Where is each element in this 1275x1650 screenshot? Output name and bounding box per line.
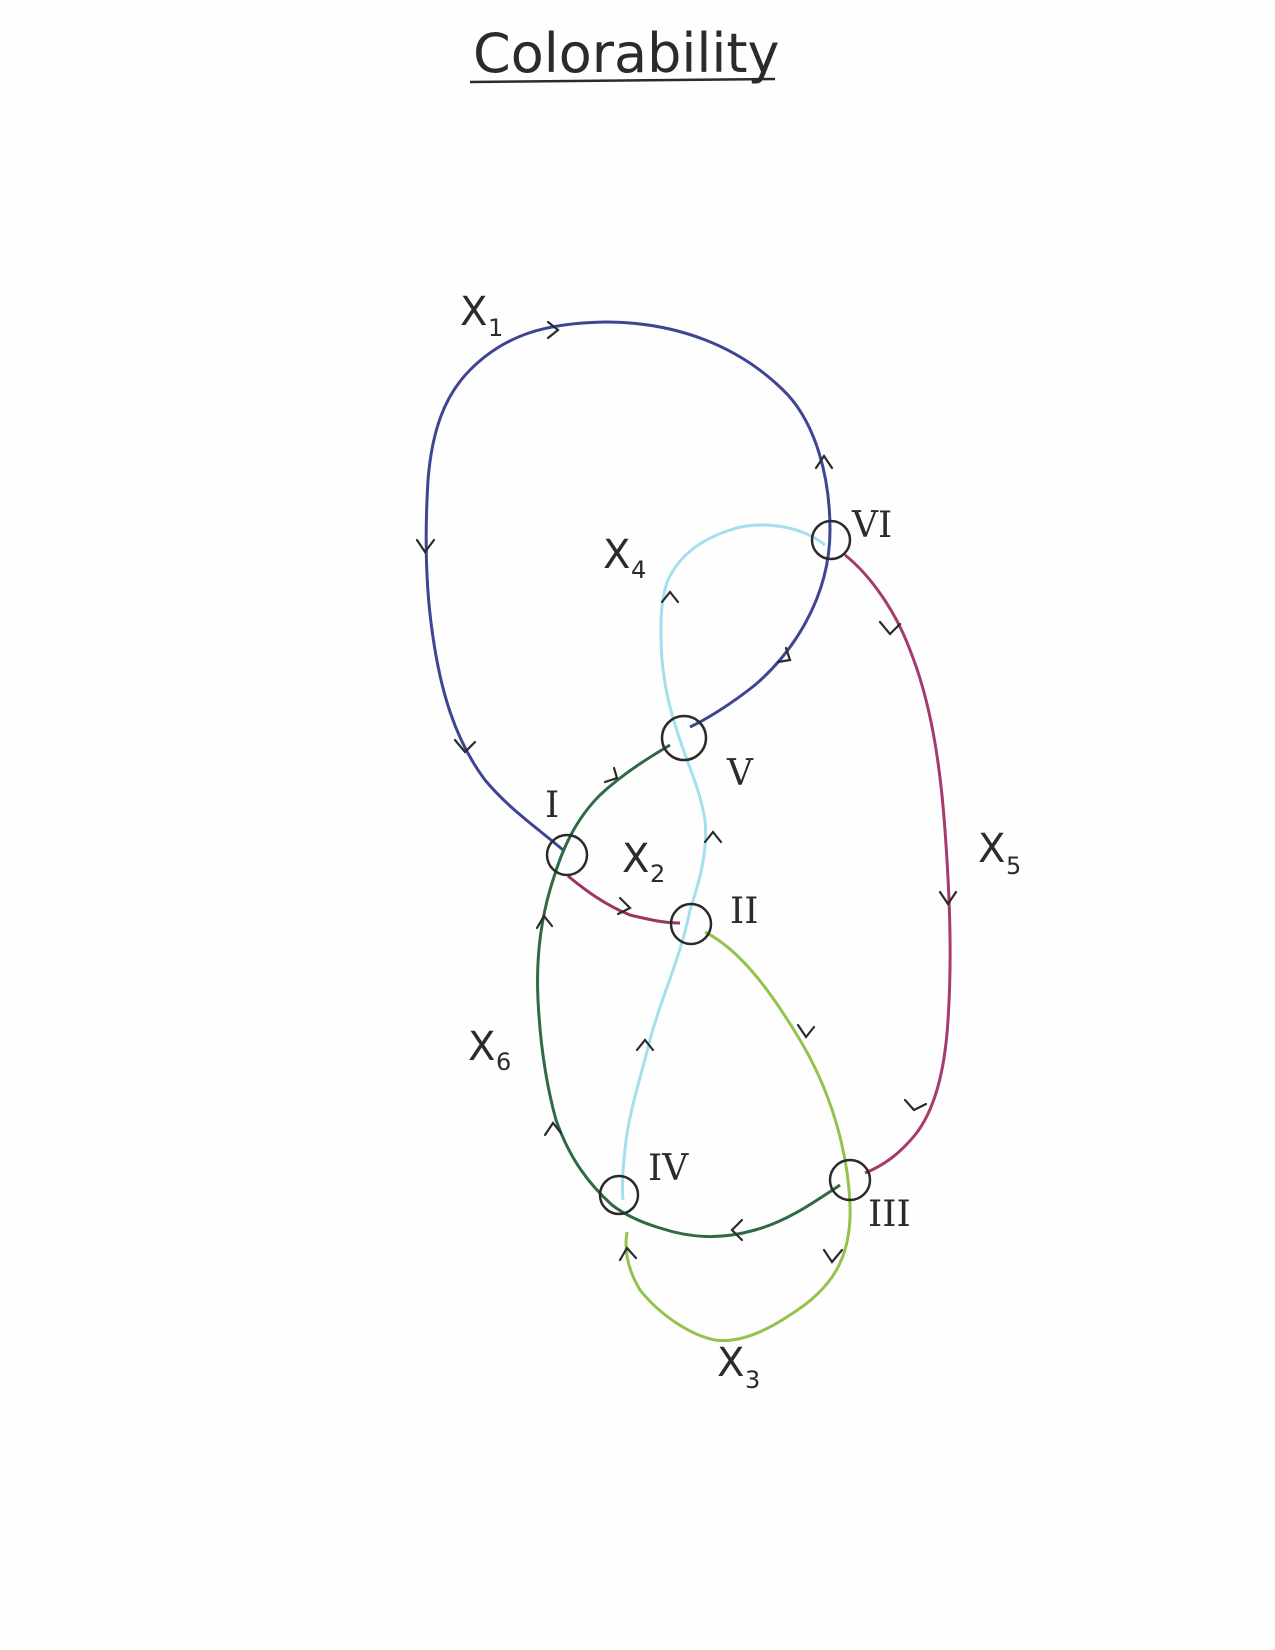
crossing-label-I: I <box>545 785 559 826</box>
arc-label-x3-main: X <box>717 1340 744 1386</box>
arc-label-x6-sub: 6 <box>496 1048 511 1076</box>
arc-label-x6: X 6 <box>468 1024 511 1076</box>
arrow-x1-left <box>415 538 436 554</box>
crossing-II-circle <box>669 902 713 946</box>
arrow-x1-top <box>546 320 560 340</box>
arrow-x5-top <box>878 620 902 636</box>
arc-label-x6-main: X <box>468 1024 495 1070</box>
arc-x3 <box>624 930 852 1343</box>
arc-label-x5: X 5 <box>978 826 1021 880</box>
crossing-III-circle <box>828 1158 872 1202</box>
crossing-circles <box>545 519 872 1216</box>
arc-label-x5-main: X <box>978 826 1005 872</box>
diagram-title: Colorability <box>473 22 780 85</box>
arc-label-x3-sub: 3 <box>745 1366 760 1394</box>
arc-label-x4: X 4 <box>603 532 646 584</box>
crossing-IV-circle <box>598 1174 640 1216</box>
arrow-x3-upper <box>796 1023 816 1039</box>
crossing-label-VI: VI <box>851 505 892 546</box>
arc-x2 <box>567 874 681 925</box>
crossing-V-circle <box>660 714 708 762</box>
arc-x1 <box>424 320 832 852</box>
crossing-label-II: II <box>730 891 758 932</box>
arrow-x2 <box>616 896 632 916</box>
crossing-label-III: III <box>868 1194 911 1235</box>
arrow-x4-top <box>660 590 680 604</box>
arc-label-x2: X 2 <box>622 836 665 888</box>
direction-arrows <box>415 320 958 1264</box>
arrow-x1-right <box>814 454 834 470</box>
arc-label-x1: X 1 <box>460 289 503 342</box>
crossing-I-circle <box>545 833 589 877</box>
arrow-x3-left <box>618 1246 638 1262</box>
arrow-x1-left-lower <box>453 738 477 754</box>
title-underline <box>469 77 776 84</box>
arrow-x6-right <box>603 766 619 784</box>
arrow-x5-mid <box>938 890 958 906</box>
arrow-x4-low <box>635 1038 655 1052</box>
crossing-VI-circle <box>810 519 852 561</box>
arc-label-x3: X 3 <box>717 1340 760 1394</box>
arc-x5 <box>844 553 952 1175</box>
arc-x6 <box>536 743 841 1238</box>
arrow-x6-left <box>543 1121 563 1137</box>
arrow-x4-mid <box>703 830 723 844</box>
arc-label-x2-sub: 2 <box>650 860 665 888</box>
arrow-x6-bottom <box>730 1218 744 1242</box>
arc-label-x1-sub: 1 <box>488 314 503 342</box>
arrow-x1-inner <box>776 646 792 664</box>
arc-x4 <box>620 523 826 1201</box>
arrow-x5-low <box>903 1098 928 1112</box>
arc-label-x1-main: X <box>460 289 487 335</box>
arc-label-x5-sub: 5 <box>1006 852 1021 880</box>
arrow-x6-left-upper <box>535 914 554 930</box>
arc-label-x4-main: X <box>603 532 630 578</box>
arrow-x3-lower <box>822 1248 844 1264</box>
arc-label-x4-sub: 4 <box>631 556 646 584</box>
crossing-label-IV: IV <box>648 1148 689 1189</box>
crossing-label-V: V <box>726 753 754 794</box>
arc-label-x2-main: X <box>622 836 649 882</box>
